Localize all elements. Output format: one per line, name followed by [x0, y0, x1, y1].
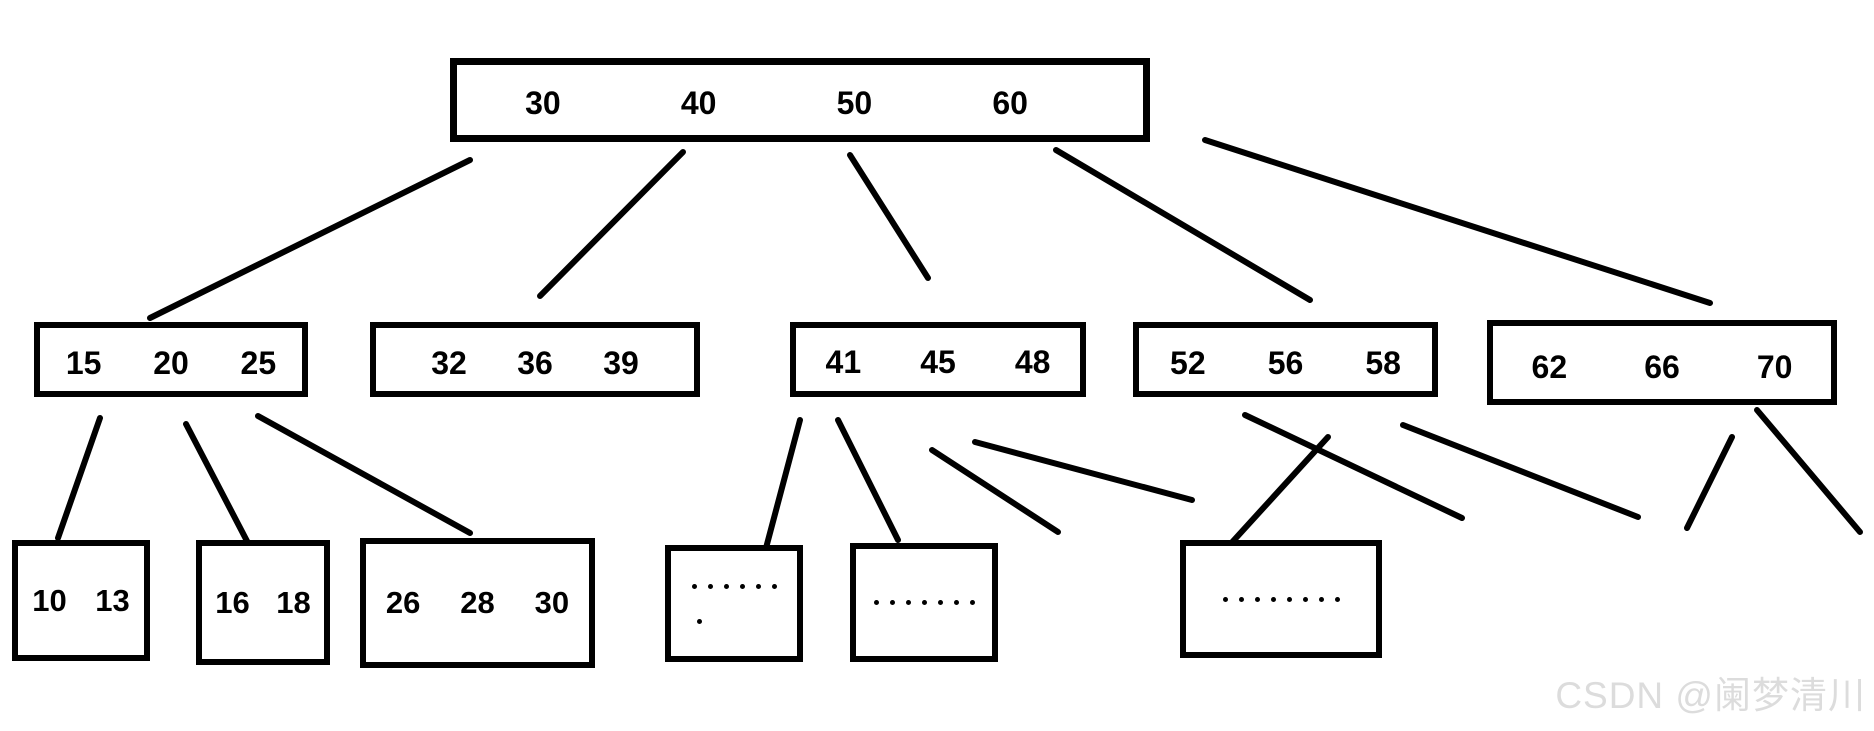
node-key: 60 [992, 84, 1028, 121]
node-key: 39 [603, 345, 639, 381]
dot [739, 583, 745, 589]
tree-edge [147, 157, 473, 321]
dots-row [856, 600, 992, 605]
btree-node-32-36-39: 32 36 39 [370, 322, 700, 397]
tree-edge [1754, 407, 1863, 535]
tree-edge [1222, 434, 1331, 553]
dot [969, 600, 975, 605]
node-key: 45 [920, 344, 956, 380]
node-key: 70 [1756, 349, 1793, 385]
node-key: 56 [1267, 345, 1304, 381]
btree-leaf-26-28-30: 26 28 30 [360, 538, 595, 668]
dot [1302, 596, 1308, 602]
dot [873, 600, 879, 605]
tree-edge [1400, 422, 1641, 520]
dot [771, 583, 777, 589]
node-key: 26 [385, 585, 421, 620]
tree-edge [972, 439, 1195, 503]
btree-node-62-66-70: 62 66 70 [1487, 320, 1837, 405]
dot [1270, 596, 1276, 602]
tree-edge [255, 413, 473, 536]
node-key: 18 [276, 584, 311, 620]
node-key: 32 [431, 345, 467, 381]
tree-edge [929, 447, 1061, 535]
tree-edge [1684, 434, 1735, 531]
node-key: 20 [153, 345, 189, 381]
dot [1334, 596, 1340, 602]
dot [723, 583, 729, 589]
node-key: 25 [240, 345, 277, 381]
node-key: 30 [534, 585, 570, 620]
dot [697, 618, 702, 624]
dot [1286, 596, 1292, 602]
dot [937, 600, 943, 605]
dot [755, 583, 761, 589]
csdn-watermark: CSDN @阑梦清川 [1555, 675, 1866, 716]
node-key: 28 [460, 585, 495, 620]
node-key: 16 [215, 584, 250, 620]
dot [1222, 596, 1228, 602]
dot [1254, 596, 1260, 602]
btree-node-15-20-25: 15 20 25 [34, 322, 308, 397]
tree-edge [847, 152, 931, 281]
btree-node-41-45-48: 41 45 48 [790, 322, 1086, 397]
node-key: 10 [32, 582, 67, 618]
btree-node-52-56-58: 52 56 58 [1133, 322, 1438, 397]
node-key: 58 [1365, 345, 1401, 381]
btree-leaf-dotted-2 [850, 543, 998, 662]
dot [691, 583, 697, 589]
node-key: 52 [1170, 345, 1206, 381]
dot [921, 600, 927, 605]
node-key: 48 [1014, 344, 1051, 380]
tree-edge [183, 421, 251, 546]
dot [1318, 596, 1324, 602]
node-key: 30 [525, 84, 561, 121]
node-key: 41 [825, 344, 862, 380]
tree-edge [537, 149, 686, 299]
node-key: 62 [1531, 349, 1568, 385]
tree-edge [763, 417, 803, 551]
node-key: 13 [95, 582, 130, 618]
dot [707, 583, 713, 589]
tree-edge [835, 417, 901, 543]
tree-edge [1053, 147, 1313, 303]
btree-leaf-dotted-3 [1180, 540, 1382, 658]
dots-row [671, 618, 797, 624]
btree-leaf-10-13: 10 13 [12, 540, 150, 661]
dot [953, 600, 959, 605]
node-key: 15 [65, 345, 102, 381]
dots-row [1186, 596, 1376, 602]
node-key: 66 [1644, 349, 1680, 385]
node-key: 40 [680, 84, 717, 121]
btree-leaf-dotted-1 [665, 545, 803, 662]
btree-node-root: 30 40 50 60 [450, 58, 1150, 142]
dot [1238, 596, 1244, 602]
dot [905, 600, 911, 605]
node-key: 50 [836, 84, 873, 121]
node-key: 36 [517, 345, 553, 381]
dot [889, 600, 895, 605]
tree-edge [1242, 412, 1465, 521]
dots-row [671, 583, 797, 589]
tree-edge [55, 415, 103, 541]
tree-edge [1202, 137, 1713, 306]
